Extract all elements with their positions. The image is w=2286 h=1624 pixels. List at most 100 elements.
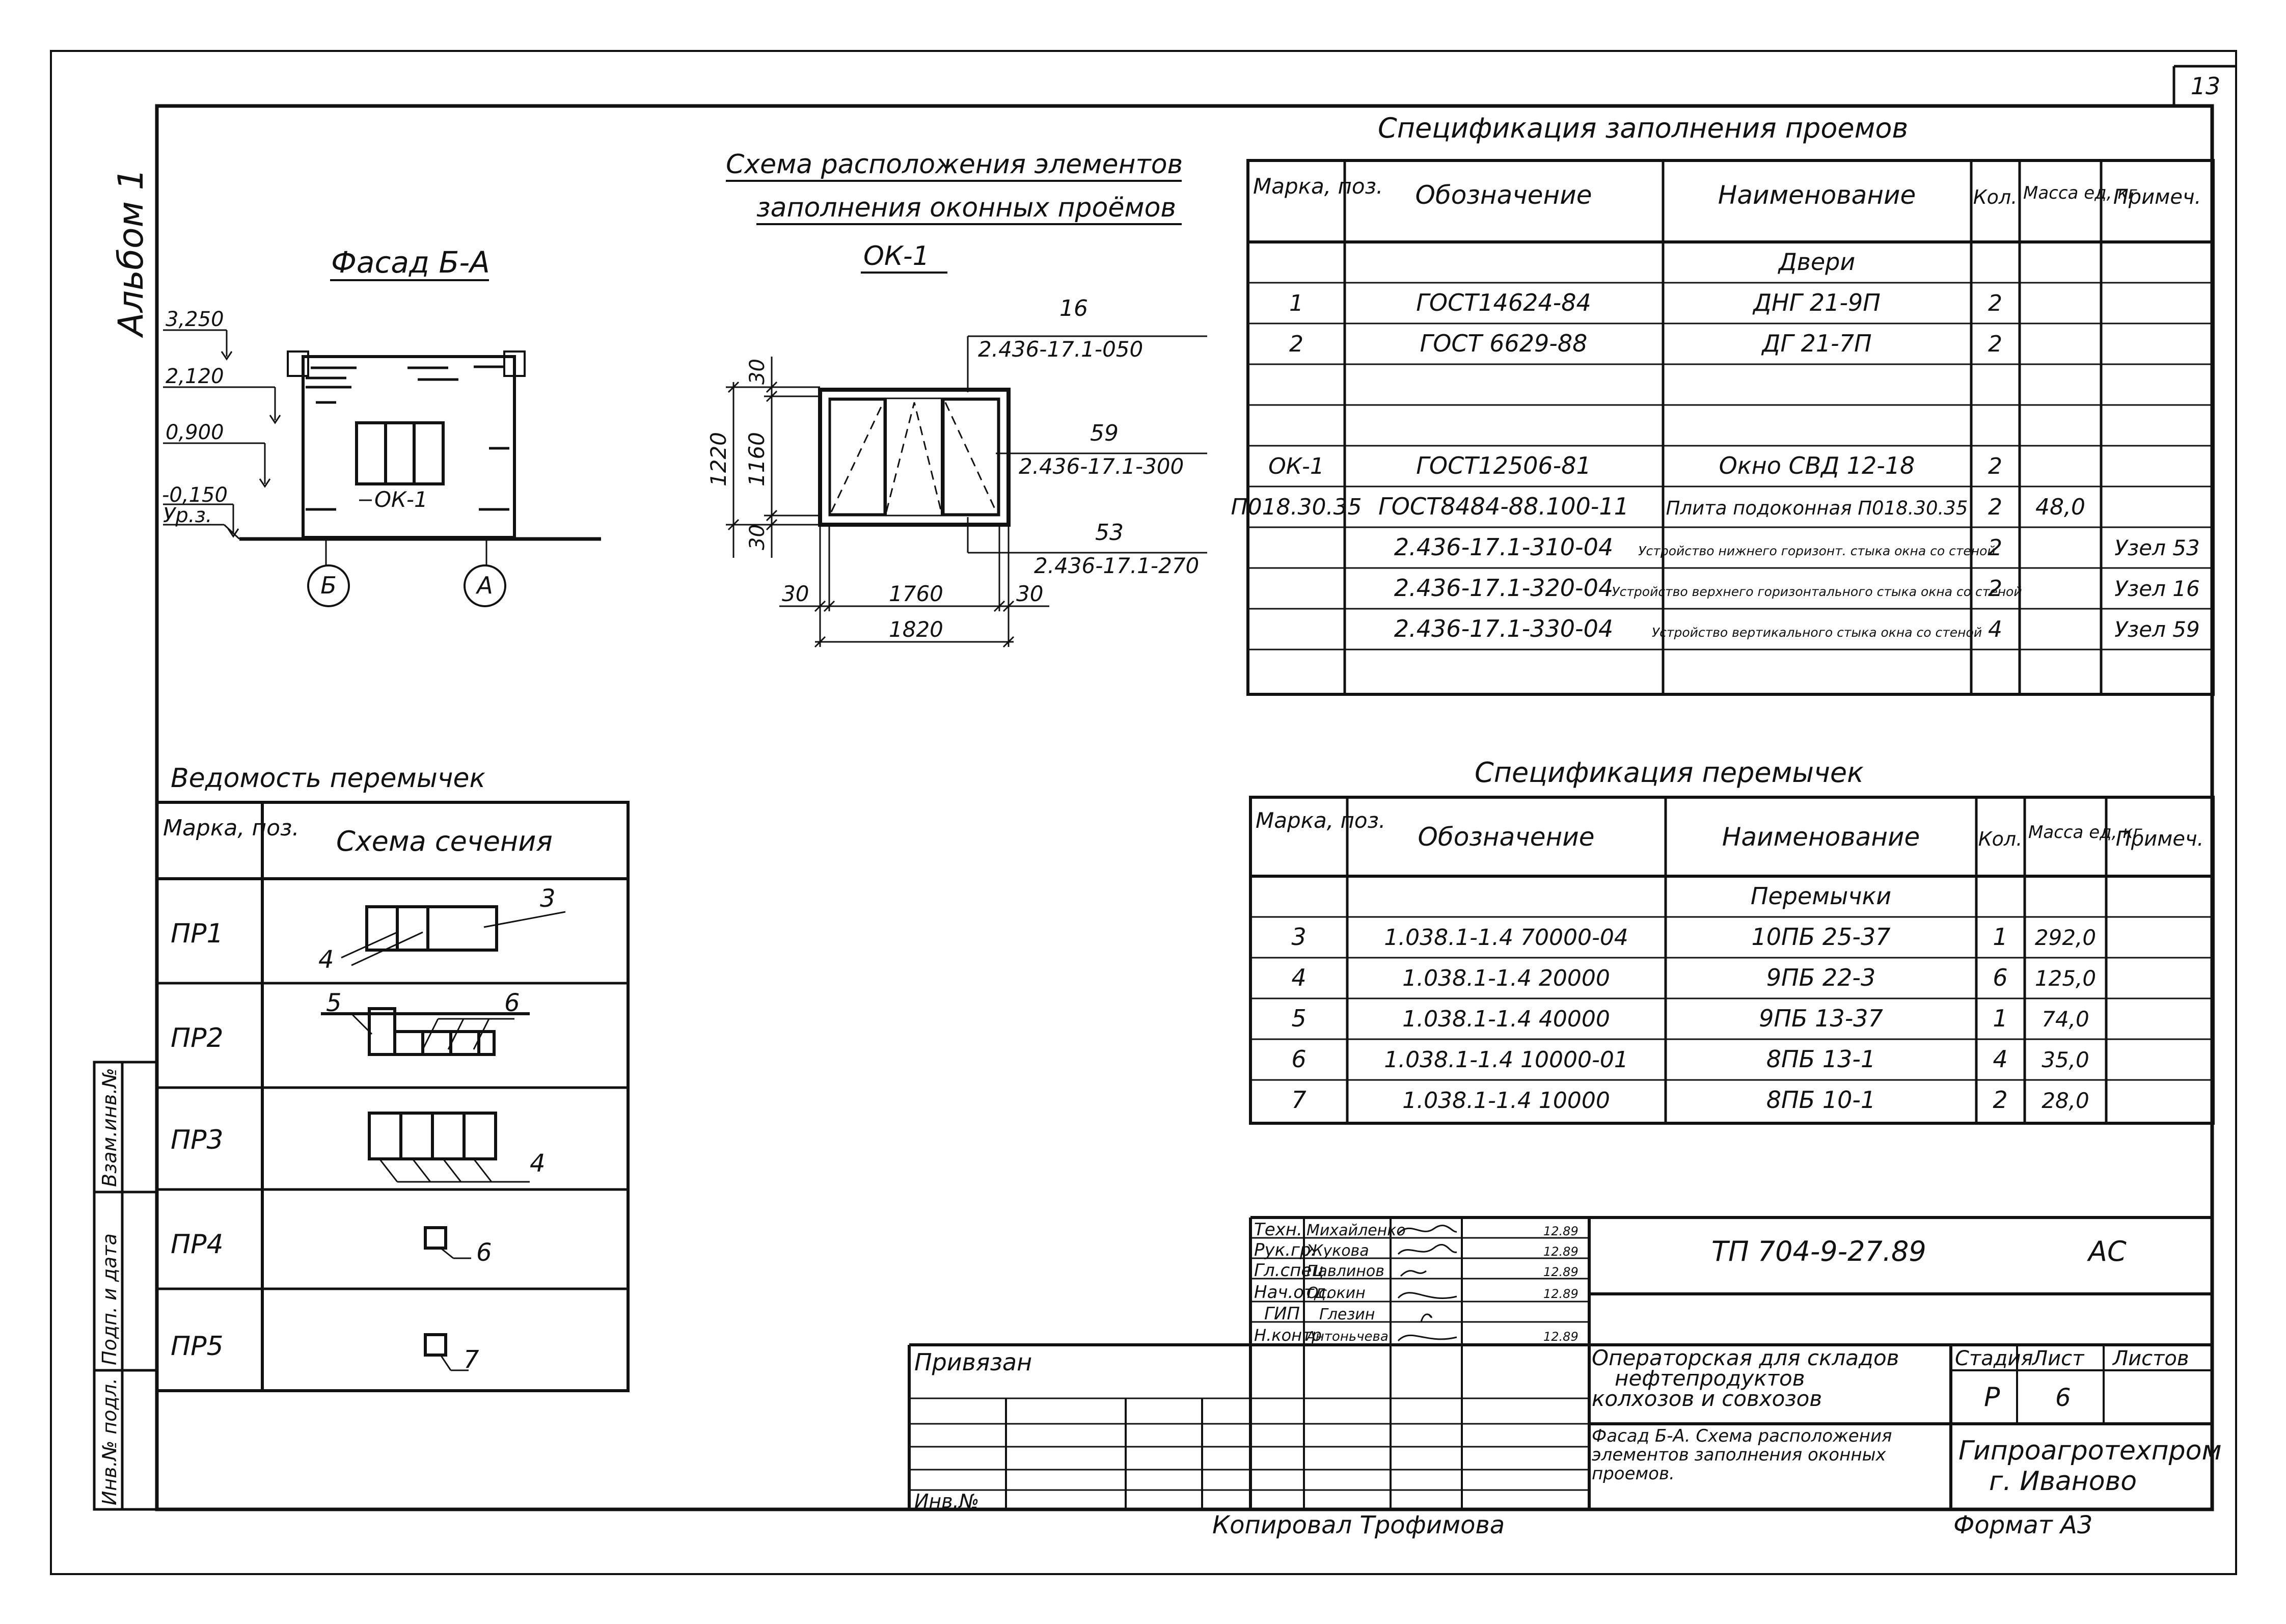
inv-label: Инв.№ (914, 1490, 979, 1512)
axis-a-label: А (475, 572, 493, 599)
facade-view: Фасад Б-А ОК-1 3,250 2,120 0,9 (162, 245, 601, 607)
level-0900: 0,900 (166, 421, 224, 444)
opening-cell-r2-c1: ГОСТ 6629-88 (1420, 330, 1588, 357)
dim-overall-width: 1820 (889, 617, 943, 642)
axis-b-bubble (307, 564, 350, 607)
lintel-cell-r3-c3: 1 (1993, 1005, 2007, 1032)
opening-cell-r5-c0: ОК-1 (1268, 453, 1324, 479)
lintel-spec-table: Спецификация перемычек Марка, поз. Обозн… (1249, 756, 2215, 1125)
lintel-list-table: Ведомость перемычек Марка, поз. Схема се… (155, 763, 630, 1392)
lintel-mark-pr2: ПР2 (171, 1023, 224, 1053)
opening-spec-table: Спецификация заполнения проемов Марка, п… (1231, 112, 2215, 696)
role-tech: Техн. (1254, 1220, 1302, 1240)
lintel-cell-r1-c1: 1.038.1-1.4 70000-04 (1384, 925, 1628, 951)
dim-top-30: 30 (746, 359, 769, 385)
level-ground: Ур.з. (163, 504, 212, 527)
name-chief-spec: Павлинов (1307, 1262, 1384, 1280)
stamp-sign-date: Подп. и дата (98, 1233, 121, 1365)
dim-overall-height: 1220 (706, 432, 731, 486)
dim-left-30: 30 (782, 581, 809, 606)
role-norm-control: Н.контр (1254, 1325, 1322, 1345)
lintel-cell-r3-c2: 9ПБ 13-37 (1759, 1005, 1883, 1032)
callout-16-code: 2.436-17.1-050 (978, 337, 1143, 362)
lintel-cell-r3-c4: 74,0 (2042, 1007, 2089, 1032)
lintel-cell-r1-c4: 292,0 (2035, 925, 2096, 950)
lintel-list-header-mark: Марка, поз. (163, 815, 299, 841)
opening-header-mass: Масса ед, кг (2023, 183, 2138, 203)
dim-width-1760: 1760 (889, 581, 943, 606)
lintel-cell-r2-c0: 4 (1291, 964, 1306, 991)
set-code: АС (2087, 1235, 2127, 1267)
drawing-line-1: Фасад Б-А. Схема расположения (1592, 1426, 1892, 1446)
name-norm-control: Антоньчева (1305, 1329, 1389, 1344)
project-code: ТП 704-9-27.89 (1711, 1235, 1926, 1267)
lintel-header-name: Наименование (1722, 822, 1920, 852)
window-scheme-mark: ОК-1 (863, 241, 930, 272)
lintel-cell-r1-c2: 10ПБ 25-37 (1752, 923, 1891, 951)
role-gip: ГИП (1264, 1304, 1300, 1324)
lintel-header-qty: Кол. (1978, 828, 2023, 850)
album-label: Альбом 1 (111, 168, 151, 338)
opening-header-qty: Кол. (1973, 186, 2018, 208)
sheets-header: Листов (2112, 1347, 2189, 1370)
callout-59-num: 59 (1090, 420, 1119, 446)
object-line-1: Операторская для складов (1592, 1345, 1899, 1370)
lintel-cell-r3-c1: 1.038.1-1.4 40000 (1402, 1006, 1610, 1032)
lintel-cell-r2-c3: 6 (1993, 964, 2007, 991)
role-group-lead: Рук.гр. (1254, 1240, 1316, 1260)
section-pr4-label-6: 6 (476, 1238, 492, 1267)
role-dept-head: Нач.отд. (1254, 1282, 1331, 1303)
lintel-header-mass: Масса ед, кг (2028, 822, 2143, 843)
opening-header-designation: Обозначение (1416, 180, 1592, 210)
stage-value: Р (1984, 1382, 2000, 1413)
paper-format: Формат А3 (1953, 1511, 2092, 1539)
callout-16-num: 16 (1059, 295, 1088, 321)
facade-window (355, 421, 445, 485)
lintel-header-mark: Марка, поз. (1256, 808, 1385, 833)
level-minus-0150: -0,150 (162, 483, 228, 507)
bound-label: Привязан (914, 1348, 1032, 1376)
section-pr2-label-6: 6 (504, 989, 520, 1017)
lintel-mark-pr3: ПР3 (171, 1125, 224, 1155)
left-stamp: Инв.№ подл. Подп. и дата Взам.инв.№ (93, 1061, 158, 1511)
facade-parapet-left (287, 350, 309, 377)
opening-cell-r9-c2: Устройство вертикального стыка окна со с… (1652, 625, 1982, 640)
name-group-lead: Жукова (1305, 1242, 1369, 1260)
axis-b-label: Б (320, 572, 337, 599)
opening-header-note: Примеч. (2113, 185, 2201, 209)
opening-cell-r1-c3: 2 (1988, 290, 2002, 316)
copied-by: Копировал Трофимова (1212, 1511, 1505, 1539)
section-pr5 (424, 1333, 469, 1371)
section-pr4 (424, 1226, 471, 1259)
lintel-cell-r4-c3: 4 (1993, 1045, 2007, 1073)
lintel-list-header-section: Схема сечения (336, 825, 553, 857)
level-3250: 3,250 (166, 308, 224, 331)
object-line-3: колхозов и совхозов (1592, 1386, 1822, 1411)
date-dept-head: 12.89 (1543, 1287, 1579, 1301)
axis-a-bubble (464, 564, 506, 607)
level-2120: 2,120 (166, 365, 224, 388)
opening-cell-r5-c1: ГОСТ12506-81 (1416, 452, 1591, 479)
lintel-mark-pr5: ПР5 (171, 1331, 224, 1362)
lintel-cell-r4-c1: 1.038.1-1.4 10000-01 (1384, 1047, 1628, 1073)
window-frame (818, 388, 1011, 527)
callout-53-num: 53 (1095, 520, 1124, 546)
opening-cell-r6-c3: 2 (1988, 494, 2002, 520)
name-tech: Михайленко (1307, 1222, 1406, 1239)
date-tech: 12.89 (1543, 1224, 1579, 1238)
role-chief-spec: Гл.спец (1254, 1260, 1323, 1281)
opening-cell-r8-c2: Устройство верхнего горизонтального стык… (1612, 584, 2022, 599)
drawing-line-2: элементов заполнения оконных (1592, 1445, 1886, 1465)
signature-marks (1397, 1225, 1457, 1342)
lintel-cell-r5-c2: 8ПБ 10-1 (1766, 1086, 1875, 1114)
lintel-cell-r0-c2: Перемычки (1751, 882, 1891, 910)
callout-53-code: 2.436-17.1-270 (1034, 553, 1199, 578)
drawing-line-3: проемов. (1592, 1464, 1675, 1484)
stage-header: Стадия (1955, 1347, 2033, 1370)
lintel-spec-title: Спецификация перемычек (1475, 756, 1864, 789)
section-pr2 (321, 1007, 530, 1056)
sheet-number: 13 (2191, 72, 2221, 100)
opening-cell-r8-c5: Узел 16 (2114, 576, 2199, 601)
lintel-cell-r4-c0: 6 (1291, 1045, 1306, 1073)
opening-cell-r6-c2: Плита подоконная П018.30.35 (1666, 497, 1968, 519)
